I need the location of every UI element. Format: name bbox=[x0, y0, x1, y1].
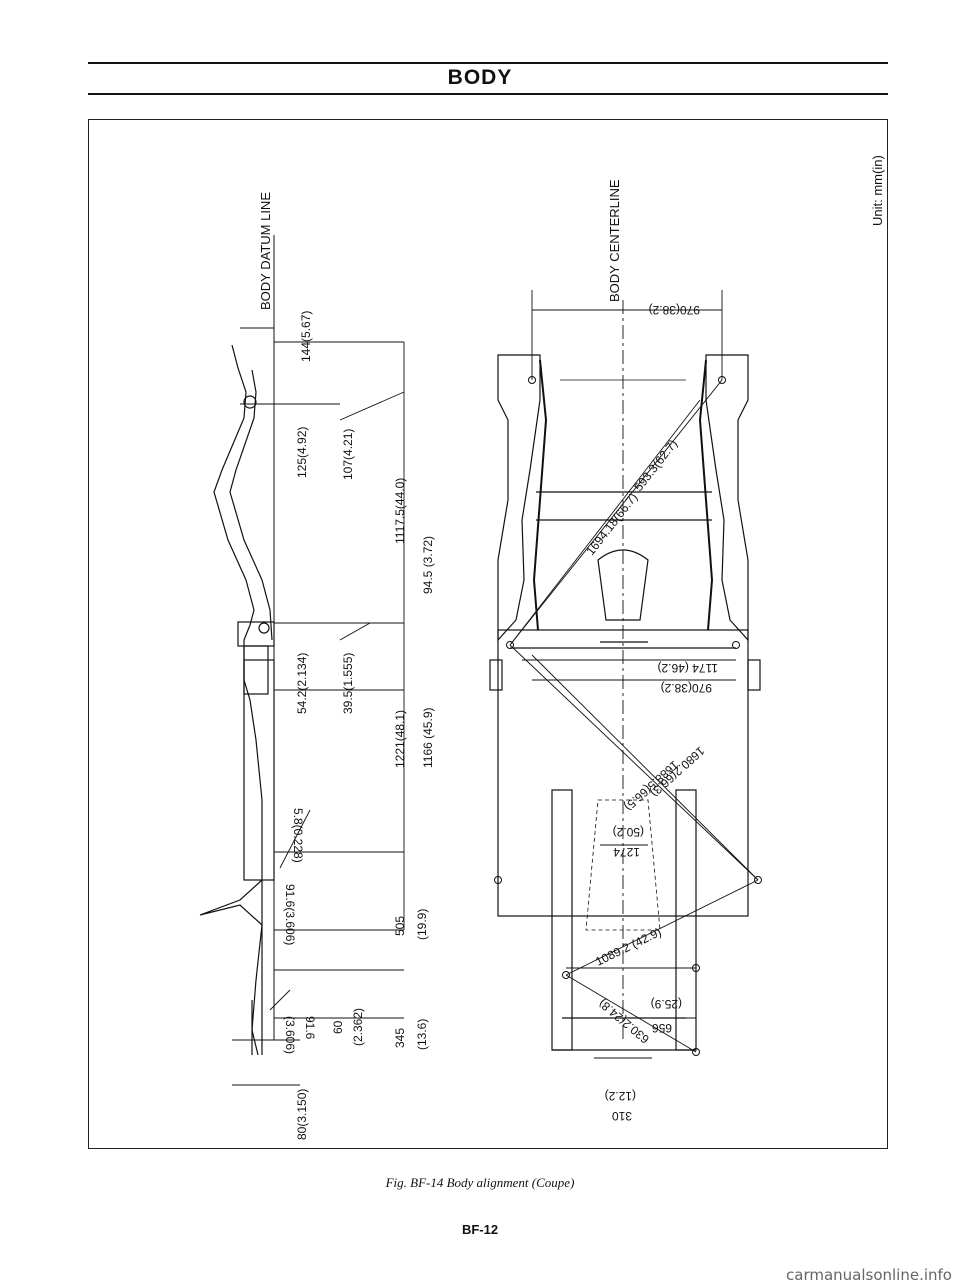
dim-1117: 1117.5(44.0) bbox=[393, 478, 407, 544]
side-view-dimension-lines bbox=[232, 327, 405, 1086]
dim-50-2: (50.2) bbox=[613, 825, 644, 839]
dim-107: 107(4.21) bbox=[341, 429, 355, 480]
plan-view-frame bbox=[489, 300, 761, 1051]
dim-310: 310 bbox=[612, 1109, 632, 1123]
dim-1089: 1089.2 (42.9) bbox=[593, 925, 663, 969]
dim-970-mid: 970(38.2) bbox=[661, 681, 712, 695]
dim-593: 593.3(62.7) bbox=[631, 437, 680, 494]
figure-caption: Fig. BF-14 Body alignment (Coupe) bbox=[385, 1175, 575, 1190]
dim-13-6: (13.6) bbox=[415, 1019, 429, 1050]
header-rule-bottom bbox=[88, 93, 888, 95]
diagram-frame bbox=[88, 119, 888, 1149]
dim-1694: 1694.18(66.7) bbox=[583, 490, 640, 558]
plan-view-dimension-lines bbox=[509, 290, 759, 1059]
dim-2-362: (2.362) bbox=[351, 1008, 365, 1046]
page-number: BF-12 bbox=[461, 1222, 499, 1237]
dim-25-9: (25.9) bbox=[651, 997, 682, 1011]
dim-91-6-upper: 91.6(3.606) bbox=[283, 884, 297, 945]
body-centerline-label: BODY CENTERLINE bbox=[607, 179, 622, 302]
dim-54: 54.2(2.134) bbox=[295, 653, 309, 714]
watermark-text: carmanualsonline.info bbox=[786, 1266, 952, 1284]
unit-label-group: Unit: mm(in) bbox=[870, 155, 885, 226]
dim-656: 656 bbox=[652, 1021, 672, 1035]
reference-points bbox=[494, 376, 762, 1056]
dim-144: 144(5.67) bbox=[299, 311, 313, 362]
dim-94: 94.5 (3.72) bbox=[421, 536, 435, 594]
page-header-title: BODY bbox=[447, 66, 513, 89]
header-rule-top bbox=[88, 62, 888, 64]
dim-345: 345 bbox=[393, 1028, 407, 1048]
dim-80: 80(3.150) bbox=[295, 1089, 309, 1140]
dim-505: 505 bbox=[393, 916, 407, 936]
dim-91-6-lower-a: 91.6 bbox=[303, 1016, 317, 1040]
dim-1174: 1174 (46.2) bbox=[658, 661, 719, 675]
dim-60: 60 bbox=[331, 1020, 345, 1034]
dim-91-6-lower-b: (3.606) bbox=[283, 1016, 297, 1054]
unit-label: Unit: mm(in) bbox=[870, 155, 885, 226]
dim-1274: 1274 bbox=[613, 845, 640, 859]
dim-1166: 1166 (45.9) bbox=[421, 708, 435, 769]
dim-970-top: 970(38.2) bbox=[649, 303, 700, 317]
dim-125: 125(4.92) bbox=[295, 427, 309, 478]
dim-1221: 1221(48.1) bbox=[393, 710, 407, 768]
body-datum-line-label: BODY DATUM LINE bbox=[258, 192, 273, 310]
dim-1680: 1680.2(66.3) bbox=[647, 744, 707, 800]
dim-19-9: (19.9) bbox=[415, 909, 429, 940]
dim-5-8: 5.8(0.228) bbox=[291, 808, 305, 863]
dim-12-2: (12.2) bbox=[605, 1089, 636, 1103]
dim-39: 39.5(1.555) bbox=[341, 653, 355, 714]
side-view-profile bbox=[199, 235, 275, 1056]
